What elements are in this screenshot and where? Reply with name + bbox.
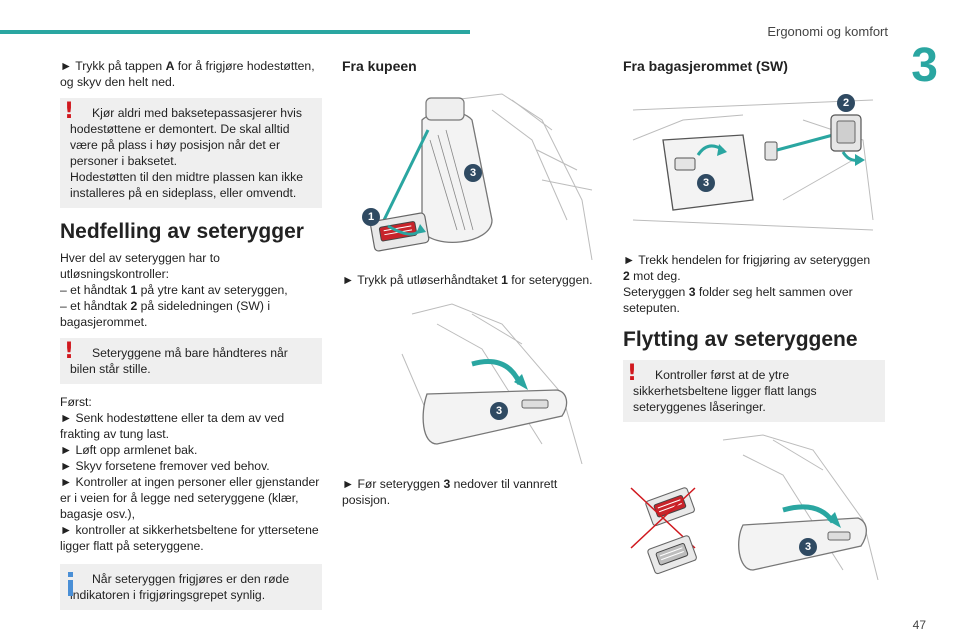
steps-paragraph: Først: ► Senk hodestøttene eller ta dem … [60, 395, 320, 553]
badge-lever-2: 2 [837, 94, 855, 112]
section-title: Ergonomi og komfort [767, 24, 888, 39]
warning-box-belts: ! Kontroller først at de ytre sikkerhets… [623, 360, 885, 422]
badge-seatback-3: 3 [490, 402, 508, 420]
badge-seatback-3: 3 [697, 174, 715, 192]
badge-seatback-3: 3 [464, 164, 482, 182]
warning-box-headrest: ! Kjør aldri med baksetepassasjerer hvis… [60, 98, 322, 208]
section-heading-fold: Nedfelling av seterygger [60, 220, 304, 243]
controls-paragraph: Hver del av seteryggen har to utløsnings… [60, 251, 288, 329]
heading-from-cabin: Fra kupeen [342, 58, 417, 74]
info-icon [68, 572, 73, 596]
section-heading-move: Flytting av seteryggene [623, 328, 858, 351]
info-box-indicator: Når seteryggen frigjøres er den røde ind… [60, 564, 322, 610]
warning-icon: ! [64, 339, 75, 364]
column-left: ► Trykk på tappen A for å frigjøre hodes… [60, 58, 322, 618]
page-number: 47 [912, 618, 926, 632]
warning-icon: ! [64, 99, 75, 124]
illustration-belt-check: 3 [623, 430, 885, 580]
illustration-boot-lever: 2 3 [623, 80, 885, 240]
intro-paragraph: ► Trykk på tappen A for å frigjøre hodes… [60, 59, 315, 89]
header-accent-bar [0, 30, 470, 34]
illustration-release-handle: 1 3 [342, 80, 602, 260]
warning-icon: ! [627, 361, 638, 386]
heading-from-boot: Fra bagasjerommet (SW) [623, 58, 788, 74]
badge-seatback-3: 3 [799, 538, 817, 556]
warning-box-stationary: ! Seteryggene må bare håndteres når bile… [60, 338, 322, 384]
caption-fold-seatback: ► Før seteryggen 3 nedover til vannrett … [342, 477, 558, 507]
column-middle: Fra kupeen 1 [342, 58, 602, 508]
column-right: Fra bagasjerommet (SW) 2 3 ► Trekk hen [623, 58, 885, 580]
illustration-fold-seatback: 3 [342, 294, 602, 464]
caption-boot-lever: ► Trekk hendelen for frigjøring av seter… [623, 253, 871, 315]
caption-release-handle: ► Trykk på utløserhåndtaket 1 for setery… [342, 273, 593, 287]
badge-handle-1: 1 [362, 208, 380, 226]
chapter-number: 3 [911, 39, 938, 92]
